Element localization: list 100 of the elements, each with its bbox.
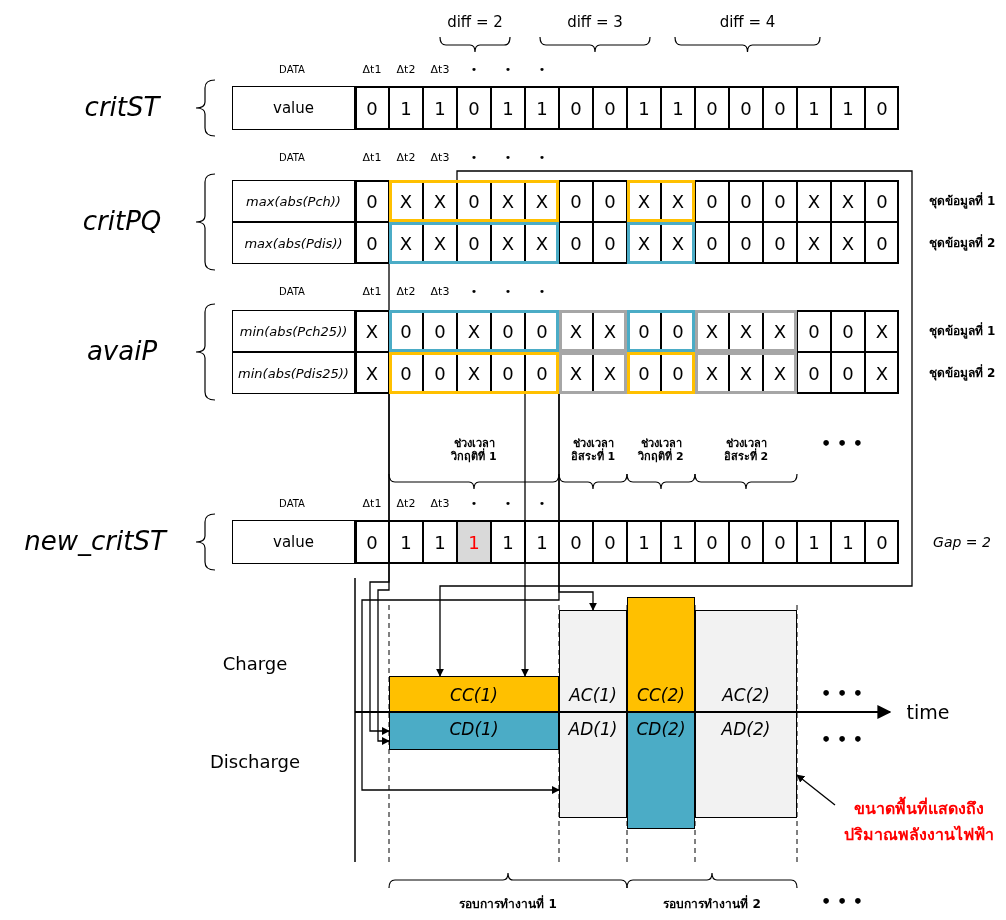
highlight-frame	[389, 310, 559, 352]
value-cell: X	[831, 222, 865, 264]
value-cell: 0	[695, 520, 729, 564]
value-cell: 0	[423, 352, 457, 394]
dot-marker: •	[504, 285, 512, 299]
ellipsis-label: • • •	[821, 434, 863, 454]
energy-block: AC(2)	[695, 610, 797, 712]
value-cell: 0	[831, 310, 865, 352]
highlight-frame	[627, 222, 695, 264]
value-cell: 0	[797, 352, 831, 394]
value-cell: 0	[763, 180, 797, 222]
value-cell: 0	[695, 180, 729, 222]
dot-marker: •	[470, 285, 478, 299]
value-cell: X	[865, 352, 899, 394]
value-cell: X	[729, 310, 763, 352]
time-step-label: Δt3	[430, 497, 450, 511]
value-cell: 1	[423, 86, 457, 130]
dot-marker: •	[504, 151, 512, 165]
value-cell: 0	[865, 180, 899, 222]
dot-marker: •	[538, 63, 546, 77]
connector-arrow	[369, 263, 390, 735]
value-cell: 0	[831, 352, 865, 394]
value-cell: X	[491, 180, 525, 222]
dot-marker: •	[470, 497, 478, 511]
value-cell: 0	[763, 86, 797, 130]
value-cell: 1	[491, 86, 525, 130]
value-cell: 0	[423, 310, 457, 352]
value-cell: 1	[831, 86, 865, 130]
dataset-label: ชุดข้อมูลที่ 2	[928, 235, 996, 251]
axis-label: Discharge	[209, 751, 301, 773]
ellipsis-label: • • •	[821, 892, 863, 912]
dot-marker: •	[470, 151, 478, 165]
note-label: Gap = 2	[933, 533, 991, 551]
axis-label: time	[906, 700, 950, 724]
value-cell: 1	[525, 86, 559, 130]
annotation-label: diff = 4	[719, 13, 776, 31]
value-cell: 0	[457, 222, 491, 264]
value-cell: 0	[593, 222, 627, 264]
connector-arrow	[377, 330, 390, 745]
value-cell: 0	[729, 222, 763, 264]
dataset-label: ชุดข้อมูลที่ 1	[928, 193, 996, 209]
highlight-frame	[695, 310, 797, 352]
value-cell: X	[729, 352, 763, 394]
connector-arrow	[521, 393, 529, 677]
value-cell: 0	[559, 86, 593, 130]
period-label: ช่วงเวลาอิสระที่ 1	[569, 436, 617, 464]
header-label: DATA	[279, 286, 305, 298]
dot-marker: •	[538, 151, 546, 165]
ellipsis-label: • • •	[821, 730, 863, 750]
connector-arrow	[796, 774, 836, 806]
dot-marker: •	[504, 497, 512, 511]
highlight-frame	[389, 352, 559, 394]
row-label-cell: value	[232, 86, 355, 130]
value-cell: X	[457, 310, 491, 352]
energy-block: CD(2)	[627, 712, 695, 829]
value-cell: 0	[729, 520, 763, 564]
value-cell: X	[797, 222, 831, 264]
highlight-frame	[627, 180, 695, 222]
time-step-label: Δt2	[396, 151, 416, 165]
energy-block: CD(1)	[389, 712, 559, 750]
value-cell: 1	[797, 520, 831, 564]
value-cell: 0	[559, 222, 593, 264]
value-cell: 1	[389, 86, 423, 130]
value-cell: 0	[593, 520, 627, 564]
value-cell: 1	[661, 86, 695, 130]
period-label: ช่วงเวลาวิกฤติที่ 2	[637, 436, 685, 464]
connector-arrow	[436, 170, 913, 677]
value-cell: 0	[865, 222, 899, 264]
value-cell: 1	[627, 520, 661, 564]
axis-label: Charge	[222, 653, 288, 675]
row-group-label: critPQ	[82, 206, 162, 238]
row-group-label: avaiP	[86, 336, 158, 368]
highlight-frame	[695, 352, 797, 394]
annotation-label: diff = 2	[447, 13, 503, 31]
value-cell: 0	[763, 222, 797, 264]
annotation-note: ขนาดพื้นที่แสดงถึงปริมาณพลังงานไฟฟ้า	[835, 782, 1003, 862]
time-step-label: Δt2	[396, 497, 416, 511]
period-label: ช่วงเวลาอิสระที่ 2	[722, 436, 770, 464]
dot-marker: •	[470, 63, 478, 77]
header-label: DATA	[279, 498, 305, 510]
value-cell: X	[797, 180, 831, 222]
time-step-label: Δt3	[430, 151, 450, 165]
dot-marker: •	[538, 497, 546, 511]
highlight-frame	[627, 352, 695, 394]
row-group-label: critST	[84, 92, 160, 124]
value-cell: X	[865, 310, 899, 352]
time-step-label: Δt1	[362, 63, 382, 77]
value-cell: 0	[729, 180, 763, 222]
value-cell: 0	[457, 86, 491, 130]
value-cell: X	[831, 180, 865, 222]
value-cell: 1	[627, 86, 661, 130]
time-step-label: Δt3	[430, 285, 450, 299]
row-label-cell: min(abs(Pdis25))	[232, 352, 355, 394]
value-cell: 1	[457, 520, 491, 564]
value-cell: X	[423, 222, 457, 264]
row-label-cell: min(abs(Pch25))	[232, 310, 355, 352]
value-cell: 0	[491, 310, 525, 352]
value-cell: 0	[729, 86, 763, 130]
dataset-label: ชุดข้อมูลที่ 1	[928, 323, 996, 339]
cycle-label: รอบการทำงานที่ 2	[663, 896, 761, 912]
